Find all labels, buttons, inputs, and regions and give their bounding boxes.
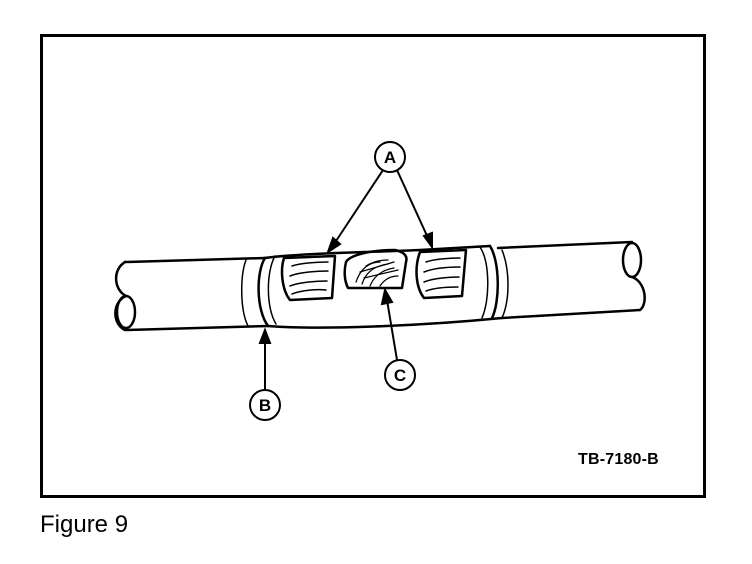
callout-c: C	[384, 359, 416, 391]
callout-b: B	[249, 389, 281, 421]
crimp-window-left	[280, 254, 337, 302]
figure-frame	[40, 34, 706, 498]
callout-b-leader	[258, 327, 272, 390]
callout-a: A	[374, 141, 406, 173]
callout-a-leaders	[326, 169, 433, 255]
callout-b-label: B	[259, 396, 271, 415]
splice-sleeve	[257, 244, 504, 329]
crimp-window-right	[415, 248, 468, 300]
callout-c-leader	[380, 287, 398, 361]
figure-caption: Figure 9	[40, 511, 129, 538]
right-cable	[496, 240, 646, 320]
left-cable	[114, 256, 270, 332]
callout-a-label: A	[384, 148, 396, 167]
drawing-number: TB-7180-B	[578, 451, 659, 468]
callout-c-label: C	[394, 366, 406, 385]
center-window	[343, 248, 408, 290]
